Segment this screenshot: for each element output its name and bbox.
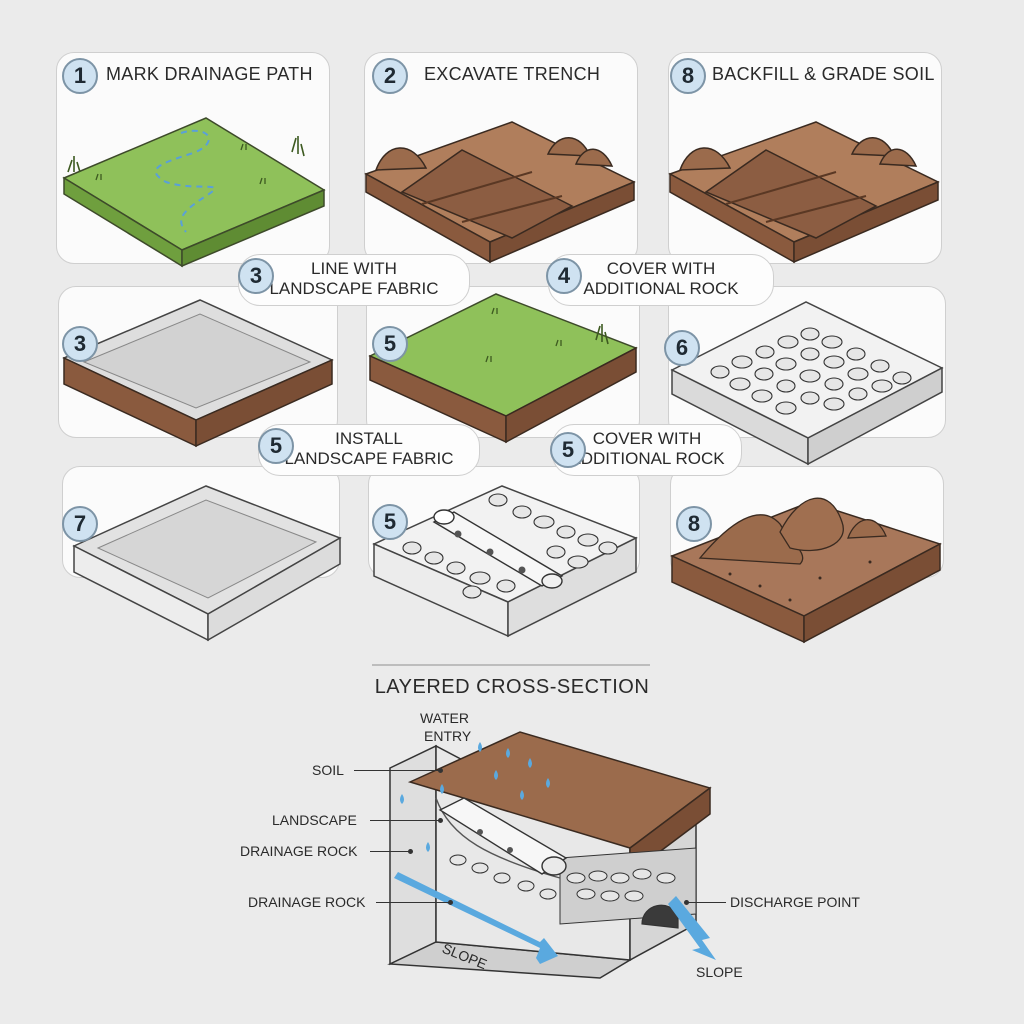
drainage-rock-label-upper: DRAINAGE ROCK — [240, 843, 358, 859]
pill-line: ADDITIONAL ROCK — [569, 449, 725, 468]
step-label-pill: INSTALL LANDSCAPE FABRIC — [258, 424, 480, 476]
section-divider — [372, 664, 650, 666]
step-title: BACKFILL & GRADE SOIL — [712, 64, 935, 84]
landscape-label: LANDSCAPE — [272, 812, 357, 828]
pill-line: COVER WITH — [592, 429, 702, 448]
pill-line: LANDSCAPE FABRIC — [284, 449, 454, 468]
pipe-in-rock-illustration — [372, 485, 638, 638]
cross-section-title: LAYERED CROSS-SECTION — [374, 676, 650, 698]
slope-label-right: SLOPE — [696, 964, 743, 980]
drainage-rock-leader-lower — [376, 902, 450, 904]
grass-covered-trench-illustration — [368, 293, 638, 444]
drainage-rock-leader-upper — [370, 851, 410, 853]
drainage-rock-label-lower: DRAINAGE ROCK — [248, 894, 366, 910]
soil-leader-dot — [438, 768, 443, 773]
step-number-badge: 5 — [372, 504, 408, 540]
step-number-badge: 4 — [546, 258, 582, 294]
soil-label: SOIL — [312, 762, 344, 778]
landscape-leader-dot — [438, 818, 443, 823]
pill-line: COVER WITH — [606, 259, 716, 278]
step-number-badge: 5 — [258, 428, 294, 464]
trench-block-illustration — [364, 121, 636, 264]
pill-line: LINE WITH — [311, 259, 397, 278]
grass-block-illustration — [62, 117, 326, 268]
fabric-tray-illustration — [72, 485, 342, 642]
pill-line: INSTALL — [335, 429, 403, 448]
fabric-lined-trench-illustration — [62, 299, 334, 448]
water-entry-label: ENTRY — [424, 728, 472, 744]
drainage-rock-leader-dot — [408, 849, 413, 854]
step-number-badge: 8 — [670, 58, 706, 94]
drainage-rock-leader-dot — [448, 900, 453, 905]
step-number-badge: 7 — [62, 506, 98, 542]
step-number-badge: 6 — [664, 330, 700, 366]
graded-soil-illustration — [670, 497, 942, 644]
step-title: EXCAVATE TRENCH — [424, 64, 601, 84]
cross-section-illustration — [387, 731, 716, 979]
step-number-badge: 2 — [372, 58, 408, 94]
step-number-badge: 1 — [62, 58, 98, 94]
discharge-point-label: DISCHARGE POINT — [730, 894, 860, 910]
step-label-pill: COVER WITH ADDITIONAL ROCK — [548, 254, 774, 306]
landscape-leader — [370, 820, 440, 822]
rock-filled-trench-illustration — [670, 301, 944, 466]
discharge-point-leader — [686, 902, 726, 904]
water-entry-label: WATER — [420, 710, 469, 726]
step-number-badge: 8 — [676, 506, 712, 542]
step-number-badge: 5 — [372, 326, 408, 362]
pill-line: LANDSCAPE FABRIC — [269, 279, 439, 298]
soil-leader — [354, 770, 440, 772]
step-number-badge: 5 — [550, 432, 586, 468]
backfill-block-illustration — [668, 121, 940, 264]
step-number-badge: 3 — [238, 258, 274, 294]
step-title: MARK DRAINAGE PATH — [106, 64, 313, 84]
step-label-pill: LINE WITH LANDSCAPE FABRIC — [238, 254, 470, 306]
step-number-badge: 3 — [62, 326, 98, 362]
discharge-point-leader-dot — [684, 900, 689, 905]
pill-line: ADDITIONAL ROCK — [583, 279, 739, 298]
